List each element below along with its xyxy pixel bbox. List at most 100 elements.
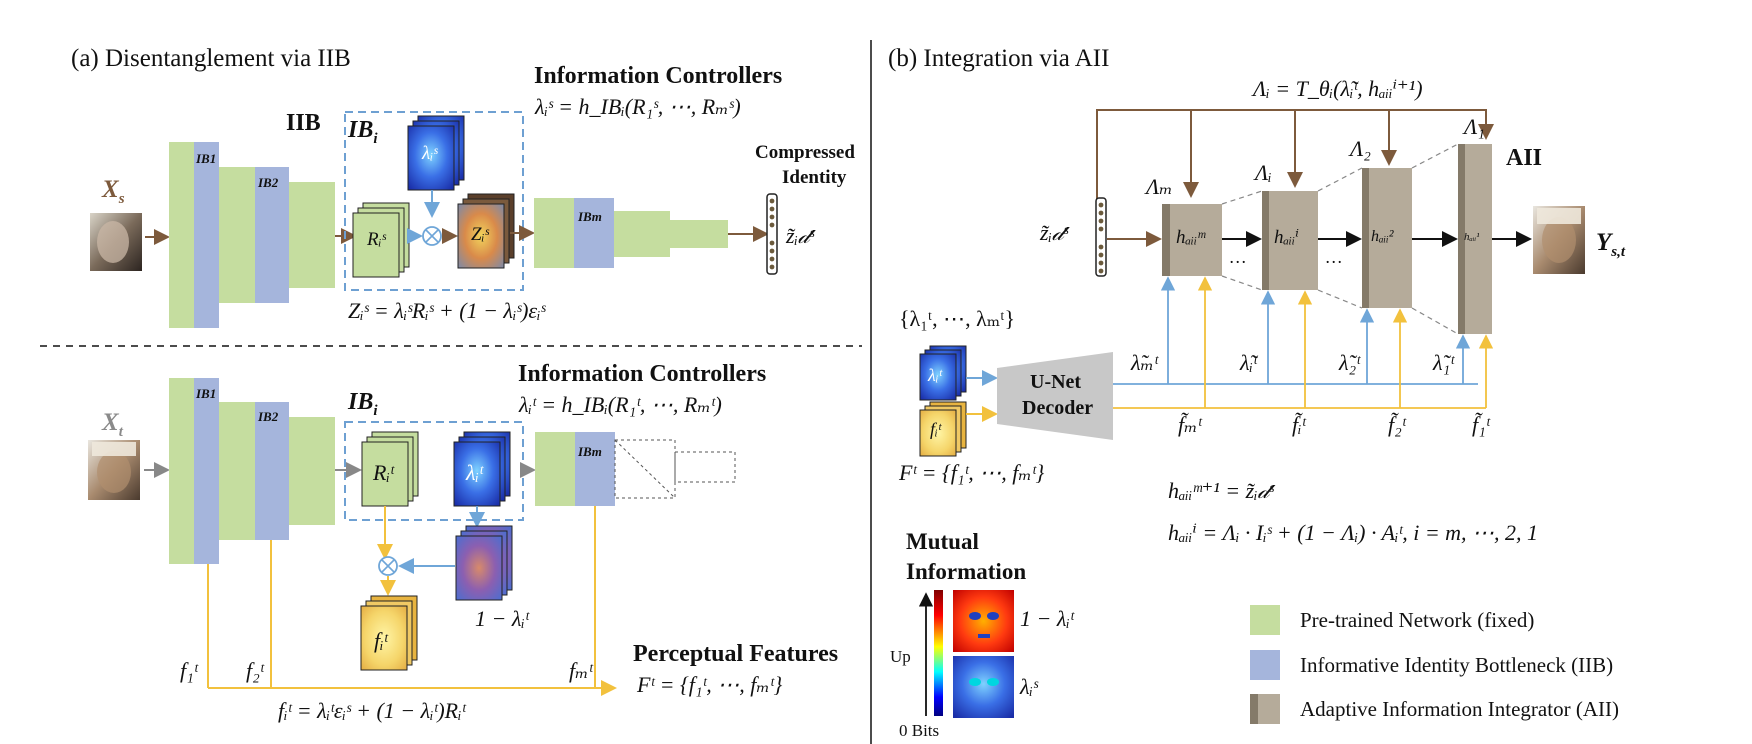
source-face-image bbox=[90, 213, 142, 271]
head-block-2 bbox=[670, 220, 728, 248]
unet-decoder-shape bbox=[997, 352, 1113, 440]
panel-a-title: (a) Disentanglement via IIB bbox=[71, 45, 351, 72]
lambda-t-equation: λᵢᵗ = h_IBᵢ(R₁ᵗ, ⋯, Rₘᵗ) bbox=[519, 392, 722, 417]
xt-label: Xt bbox=[102, 409, 123, 440]
legend-swatch-green bbox=[1250, 605, 1280, 635]
unet-ft-set-label: Fᵗ = {f₁ᵗ, ⋯, fₘᵗ} bbox=[899, 460, 1045, 485]
t-encoder-block-3 bbox=[289, 417, 335, 525]
cap-lambda-1: Λ₁ bbox=[1464, 114, 1485, 139]
target-face-image bbox=[88, 440, 140, 500]
legend-label-aii: Adaptive Information Integrator (AII) bbox=[1300, 697, 1619, 721]
one-minus-heatmap bbox=[953, 590, 1014, 652]
perceptual-features-label: Perceptual Features bbox=[633, 641, 839, 667]
mutual-info-title-1: Mutual bbox=[906, 529, 979, 554]
ibi-dashed-box-source bbox=[344, 111, 524, 291]
ft-set-label: Fᵗ = {f₁ᵗ, ⋯, fₘᵗ} bbox=[637, 672, 783, 697]
h-2-label: hₐᵢᵢ² bbox=[1371, 228, 1394, 245]
legend-swatch-blue bbox=[1250, 650, 1280, 680]
encoder-block-3 bbox=[289, 182, 335, 288]
h-update-equation: hₐᵢᵢⁱ = Λᵢ · Iᵢˢ + (1 − Λᵢ) · Aᵢᵗ, i = m… bbox=[1168, 520, 1539, 545]
lambda-s-heatmap-stack bbox=[407, 115, 465, 191]
legend-label-iib: Informative Identity Bottleneck (IIB) bbox=[1300, 653, 1614, 677]
lambda-s-stack-label: λᵢˢ bbox=[422, 143, 438, 164]
mi-one-minus-label: 1 − λᵢᵗ bbox=[1020, 606, 1074, 631]
aii-block-m bbox=[1162, 204, 1222, 276]
cap-lambda-2: Λ₂ bbox=[1350, 136, 1371, 161]
mutual-info-title-2: Information bbox=[906, 559, 1027, 584]
t-ibm-label: IBm bbox=[578, 444, 602, 459]
t-encoder-block-2 bbox=[219, 402, 255, 540]
aii-identity-vector bbox=[1095, 197, 1107, 277]
rit-label: Rᵢᵗ bbox=[373, 460, 394, 485]
target-branch bbox=[88, 378, 736, 696]
mutual-info-panel bbox=[918, 590, 1014, 718]
mi-lambda-s-label: λᵢˢ bbox=[1020, 674, 1038, 699]
encoder-block-m bbox=[534, 198, 574, 268]
aii-label: AII bbox=[1506, 145, 1543, 171]
head-block-1 bbox=[614, 211, 670, 257]
t-ib2-label: IB2 bbox=[258, 409, 279, 424]
lambda-s-equation: λᵢˢ = h_IBᵢ(R₁ˢ, ⋯, Rₘˢ) bbox=[535, 94, 741, 119]
legend-swatch-tan bbox=[1258, 694, 1280, 724]
ris-feature-stack bbox=[352, 202, 410, 278]
one-minus-lambda-stack bbox=[455, 525, 513, 601]
info-controllers-target: Information Controllers bbox=[518, 361, 767, 387]
f-tilde-lines bbox=[1113, 276, 1494, 409]
output-face-image bbox=[1533, 206, 1585, 274]
f-equation: fᵢᵗ = λᵢᵗεᵢˢ + (1 − λᵢᵗ)Rᵢᵗ bbox=[278, 698, 466, 723]
t-head-outline bbox=[614, 439, 736, 499]
perceptual-feature-lines bbox=[207, 506, 617, 696]
f-tilde-i: f̃ᵢᵗ bbox=[1292, 412, 1306, 437]
compressed-identity-vector bbox=[766, 193, 778, 275]
ib1-block bbox=[194, 142, 219, 328]
zis-feature-stack bbox=[457, 193, 515, 269]
h-init-equation: hₐᵢᵢᵐ⁺¹ = z̃ᵢ𝒹ˢ bbox=[1168, 478, 1274, 503]
lambda-tilde-i: λ̃ᵢᵗ bbox=[1240, 350, 1257, 375]
y-output-label: Ys,t bbox=[1596, 229, 1626, 260]
t-ibm-block bbox=[575, 432, 615, 506]
encoder-block-1 bbox=[169, 142, 194, 328]
fit-feature-stack bbox=[360, 595, 418, 671]
ibi-label-source: IBi bbox=[348, 117, 378, 147]
one-minus-lambda-label: 1 − λᵢᵗ bbox=[475, 606, 529, 631]
t-ib1-label: IB1 bbox=[196, 386, 217, 401]
aii-block-1 bbox=[1458, 144, 1492, 334]
fit-label: fᵢᵗ bbox=[374, 628, 388, 653]
z-id-label: z̃ᵢ𝒹ˢ bbox=[786, 223, 814, 248]
lambda-aii-equation: Λᵢ = T_θᵢ(λ̃ᵢᵗ, hₐᵢᵢⁱ⁺¹) bbox=[1253, 76, 1423, 101]
ibi-label-target: IBi bbox=[348, 389, 378, 419]
ib2-block bbox=[255, 167, 289, 303]
fm-label: fₘᵗ bbox=[569, 658, 593, 683]
aii-connectors bbox=[1221, 143, 1459, 335]
iib-label: IIB bbox=[286, 110, 321, 136]
source-branch bbox=[90, 111, 778, 328]
aii-branch bbox=[919, 109, 1585, 457]
t-encoder-block-m bbox=[535, 432, 575, 506]
h-1-label: hₐᵢᵢ¹ bbox=[1464, 231, 1480, 243]
unet-lambda-stack-label: λᵢᵗ bbox=[928, 365, 942, 385]
dots-1: … bbox=[1230, 247, 1247, 267]
unet-label-1: U-Net bbox=[1030, 371, 1082, 393]
f2-label: f₂ᵗ bbox=[246, 658, 264, 683]
ib2-label: IB2 bbox=[258, 175, 279, 190]
ib1-label: IB1 bbox=[196, 151, 217, 166]
lambda-feedback-arrows bbox=[1096, 109, 1494, 204]
lambda-set-label: {λ₁ᵗ, ⋯, λₘᵗ} bbox=[899, 306, 1016, 331]
lambda-tilde-1: λ̃₁ᵗ bbox=[1433, 350, 1454, 375]
lambda-tilde-lines bbox=[1113, 276, 1478, 385]
t-encoder-block-1 bbox=[169, 378, 194, 564]
lambda-t-stack-label: λᵢᵗ bbox=[466, 460, 483, 485]
xs-label: Xs bbox=[102, 176, 125, 207]
zero-bits-label: 0 Bits bbox=[899, 721, 940, 740]
h-m-label: hₐᵢᵢᵐ bbox=[1176, 227, 1205, 248]
lambda-s-heatmap bbox=[953, 656, 1014, 718]
t-ib1-block bbox=[194, 378, 219, 564]
lambda-tilde-m: λ̃ₘᵗ bbox=[1131, 350, 1158, 375]
panel-b-title: (b) Integration via AII bbox=[888, 45, 1110, 72]
f1-label: f₁ᵗ bbox=[180, 658, 198, 683]
unet-input-stacks bbox=[919, 345, 967, 457]
unet-label-2: Decoder bbox=[1022, 397, 1094, 419]
cap-lambda-i: Λᵢ bbox=[1255, 160, 1272, 185]
legend-label-pretrained: Pre-trained Network (fixed) bbox=[1300, 608, 1535, 632]
